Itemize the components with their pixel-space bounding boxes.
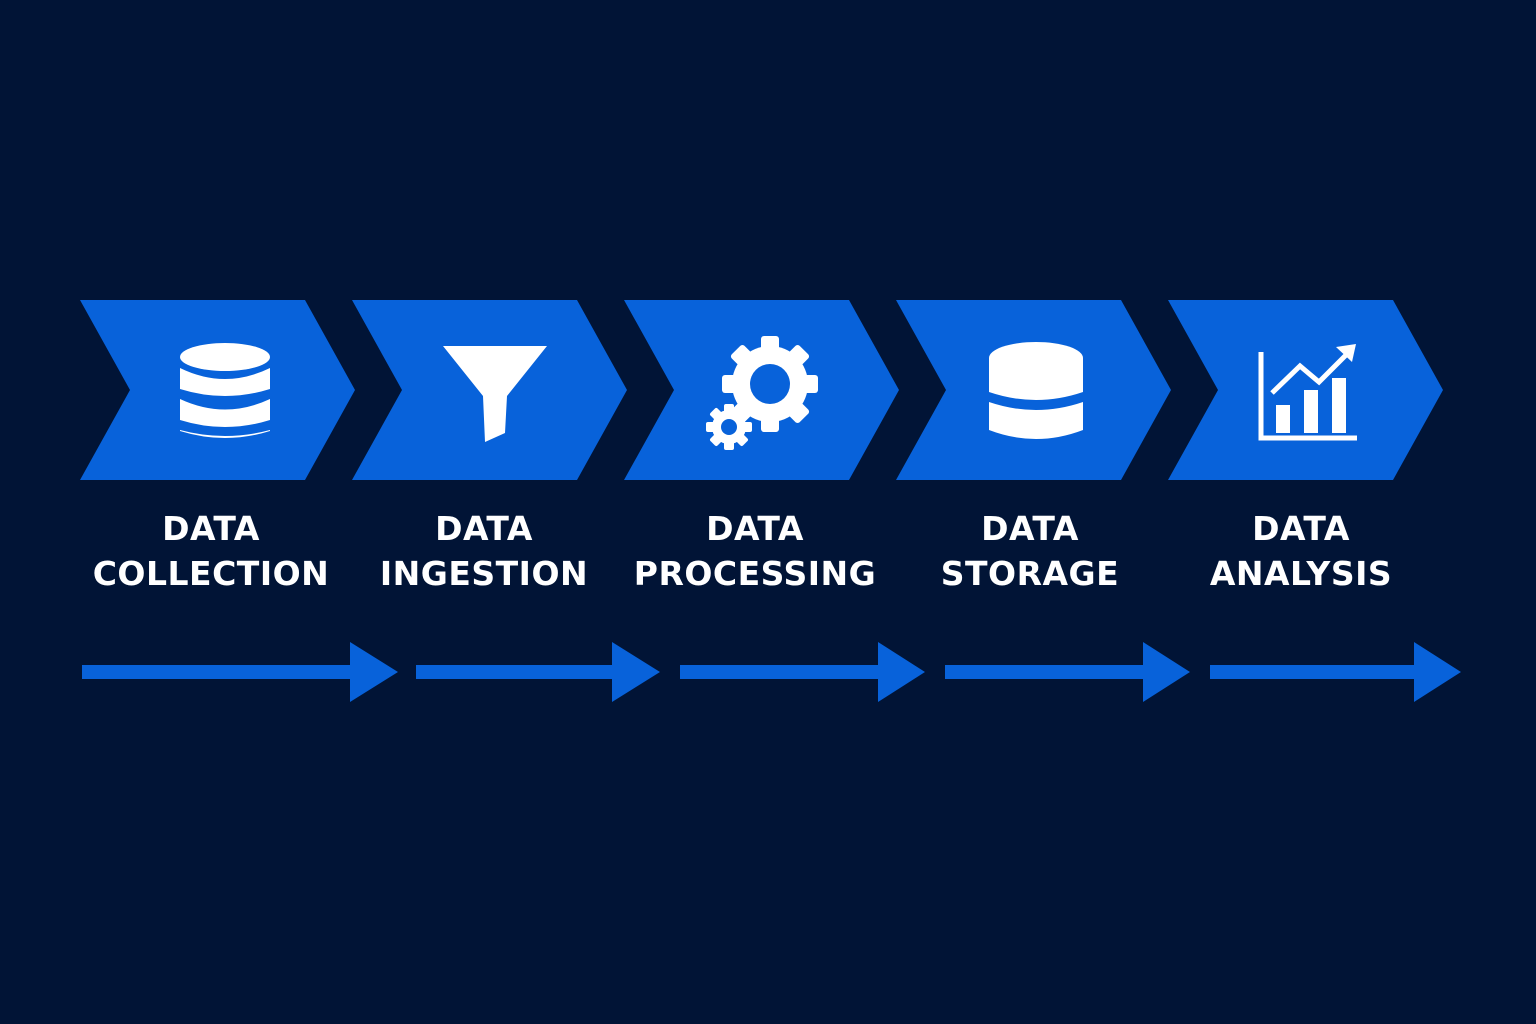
- step-label-ingestion: DATA INGESTION: [334, 506, 634, 596]
- step-label-storage: DATA STORAGE: [880, 506, 1180, 596]
- step-label-line1: DATA: [981, 509, 1079, 548]
- flow-arrow-5: [1210, 642, 1461, 702]
- flow-arrow-4: [945, 642, 1190, 702]
- step-label-analysis: DATA ANALYSIS: [1151, 506, 1451, 596]
- step-label-collection: DATA COLLECTION: [61, 506, 361, 596]
- gears-icon: [706, 336, 818, 450]
- flow-arrow-2: [416, 642, 660, 702]
- flow-arrow-3: [680, 642, 925, 702]
- step-label-line1: DATA: [162, 509, 260, 548]
- step-label-line2: PROCESSING: [633, 554, 877, 593]
- database-icon: [180, 343, 270, 438]
- step-label-line2: STORAGE: [940, 554, 1120, 593]
- step-label-line2: INGESTION: [379, 554, 589, 593]
- step-label-line1: DATA: [435, 509, 533, 548]
- bar-chart-trend-icon: [1258, 344, 1357, 441]
- storage-cylinder-icon: [989, 342, 1083, 439]
- step-label-line1: DATA: [1252, 509, 1350, 548]
- step-label-line1: DATA: [706, 509, 804, 548]
- step-label-line2: ANALYSIS: [1209, 554, 1393, 593]
- funnel-icon: [443, 346, 547, 442]
- step-label-line2: COLLECTION: [92, 554, 330, 593]
- step-label-processing: DATA PROCESSING: [605, 506, 905, 596]
- flow-arrow-1: [82, 642, 398, 702]
